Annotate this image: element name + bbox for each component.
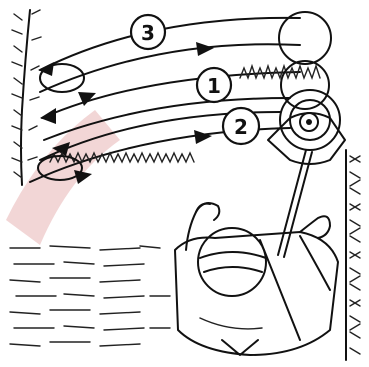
callout-1: 1 xyxy=(197,68,231,102)
trimmer-shaft xyxy=(278,150,312,257)
callout-3-label: 3 xyxy=(141,21,155,45)
arrow-right-icon xyxy=(196,42,214,56)
operator-figure xyxy=(175,203,338,355)
sweep-path-3 xyxy=(38,18,300,92)
callout-2-label: 2 xyxy=(234,115,248,139)
lawn-hatching xyxy=(10,246,170,346)
arrow-right-icon xyxy=(74,170,92,184)
watermark xyxy=(6,110,120,245)
callout-2: 2 xyxy=(223,108,259,144)
callout-3: 3 xyxy=(131,15,165,49)
arrow-left-icon xyxy=(40,108,56,124)
callout-1-label: 1 xyxy=(207,74,221,98)
arrow-right-icon xyxy=(194,130,212,144)
right-grass-wall xyxy=(346,150,360,360)
left-grass-wall xyxy=(12,10,41,185)
trimmer-head-positions xyxy=(279,12,340,150)
